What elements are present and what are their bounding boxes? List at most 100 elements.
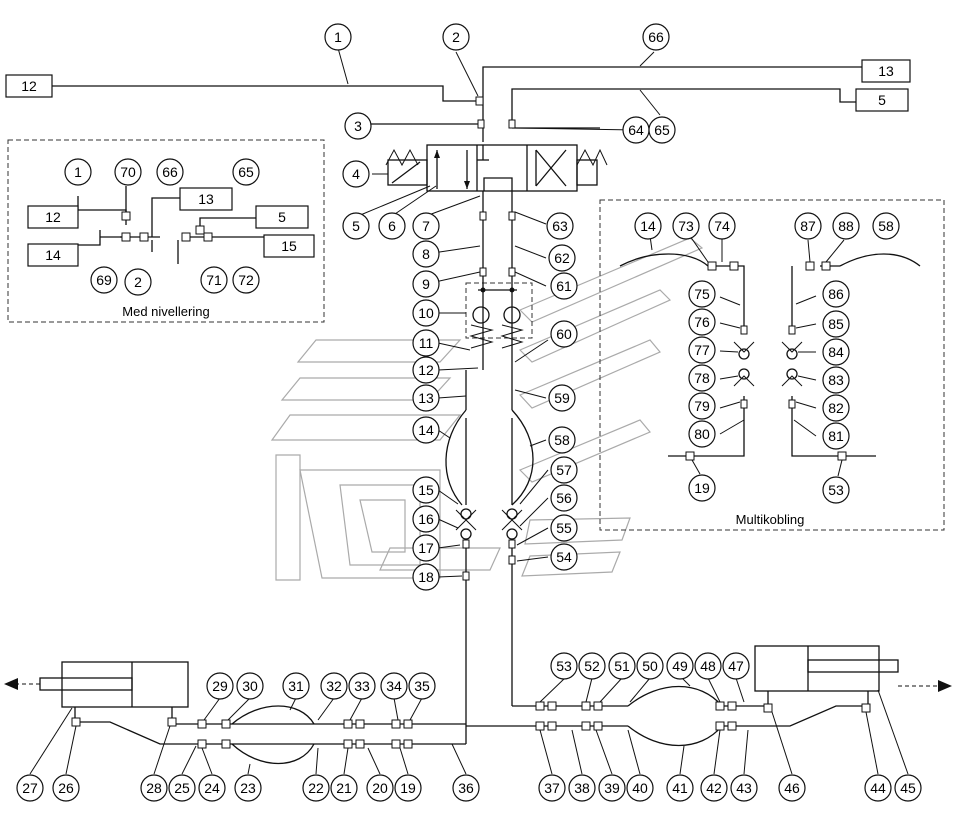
callout-label: 51 (614, 658, 630, 674)
callout-58: 58 (548, 426, 576, 454)
callout-label: 82 (828, 400, 844, 416)
callout-20: 20 (366, 774, 394, 802)
callout-label: 3 (354, 118, 362, 134)
callout-72: 72 (232, 266, 260, 294)
callout-77: 77 (688, 336, 716, 364)
callout-56: 56 (550, 484, 578, 512)
callout-label: 75 (694, 286, 710, 302)
callout-18: 18 (412, 563, 440, 591)
watermark (270, 237, 704, 581)
nivellering-lines (70, 186, 264, 264)
callout-label: 13 (418, 390, 434, 406)
callout-28: 28 (140, 774, 168, 802)
callout-label: 66 (648, 29, 664, 45)
callout-65: 65 (232, 158, 260, 186)
callout-57: 57 (550, 456, 578, 484)
callout-label: 7 (422, 218, 430, 234)
callout-label: 79 (694, 398, 710, 414)
callout-81: 81 (822, 422, 850, 450)
callout-label: 8 (422, 246, 430, 262)
callout-21: 21 (330, 774, 358, 802)
callout-87: 87 (794, 212, 822, 240)
port-box: 14 (27, 243, 79, 267)
panel-med-nivellering (7, 139, 325, 323)
port-box: 5 (255, 205, 309, 229)
callout-label: 14 (640, 218, 656, 234)
callout-14: 14 (412, 416, 440, 444)
callout-15: 15 (412, 476, 440, 504)
callout-19: 19 (688, 474, 716, 502)
callout-4: 4 (342, 160, 370, 188)
callout-10: 10 (412, 299, 440, 327)
port-box-label: 14 (45, 247, 61, 263)
port-box: 13 (861, 59, 911, 83)
callout-24: 24 (198, 774, 226, 802)
callout-26: 26 (52, 774, 80, 802)
callout-83: 83 (822, 366, 850, 394)
callout-84: 84 (822, 338, 850, 366)
callout-53: 53 (550, 652, 578, 680)
callout-label: 2 (452, 29, 460, 45)
callout-label: 1 (74, 164, 82, 180)
callout-73: 73 (672, 212, 700, 240)
callout-45: 45 (894, 774, 922, 802)
callout-46: 46 (778, 774, 806, 802)
callout-label: 59 (554, 390, 570, 406)
callout-14: 14 (634, 212, 662, 240)
callout-39: 39 (598, 774, 626, 802)
callout-label: 5 (352, 218, 360, 234)
callout-38: 38 (568, 774, 596, 802)
port-box-label: 13 (878, 63, 894, 79)
callout-label: 64 (628, 122, 644, 138)
callout-label: 29 (212, 678, 228, 694)
callout-59: 59 (548, 384, 576, 412)
callout-40: 40 (626, 774, 654, 802)
callout-label: 76 (694, 314, 710, 330)
callout-62: 62 (548, 244, 576, 272)
callout-64: 64 (622, 116, 650, 144)
callout-80: 80 (688, 420, 716, 448)
callout-label: 57 (556, 462, 572, 478)
callout-label: 50 (642, 658, 658, 674)
callout-label: 11 (419, 335, 434, 351)
callout-label: 85 (828, 316, 844, 332)
callout-label: 83 (828, 372, 844, 388)
callout-12: 12 (412, 356, 440, 384)
callout-9: 9 (412, 270, 440, 298)
callout-label: 37 (544, 780, 560, 796)
callout-label: 36 (458, 780, 474, 796)
callout-51: 51 (608, 652, 636, 680)
callout-label: 58 (878, 218, 894, 234)
callout-label: 71 (206, 272, 222, 288)
multikobling-lines (619, 253, 921, 461)
callout-label: 74 (714, 218, 730, 234)
port-box: 12 (5, 74, 53, 98)
callout-label: 40 (632, 780, 648, 796)
callout-29: 29 (206, 672, 234, 700)
top-lines (52, 66, 862, 142)
port-box-label: 5 (278, 209, 286, 225)
callout-58: 58 (872, 212, 900, 240)
callout-36: 36 (452, 774, 480, 802)
port-box-label: 12 (45, 209, 61, 225)
callout-label: 53 (828, 482, 844, 498)
callout-label: 38 (574, 780, 590, 796)
callout-label: 35 (414, 678, 430, 694)
port-box: 12 (27, 205, 79, 229)
callout-label: 27 (22, 780, 38, 796)
callout-label: 25 (174, 780, 190, 796)
callout-label: 33 (354, 678, 370, 694)
callout-70: 70 (114, 158, 142, 186)
callout-32: 32 (320, 672, 348, 700)
callout-label: 54 (556, 549, 572, 565)
callout-61: 61 (550, 272, 578, 300)
callout-76: 76 (688, 308, 716, 336)
callout-43: 43 (730, 774, 758, 802)
callout-label: 52 (584, 658, 600, 674)
callout-label: 72 (238, 272, 254, 288)
callout-3: 3 (344, 112, 372, 140)
callout-label: 81 (828, 428, 844, 444)
callout-label: 56 (556, 490, 572, 506)
